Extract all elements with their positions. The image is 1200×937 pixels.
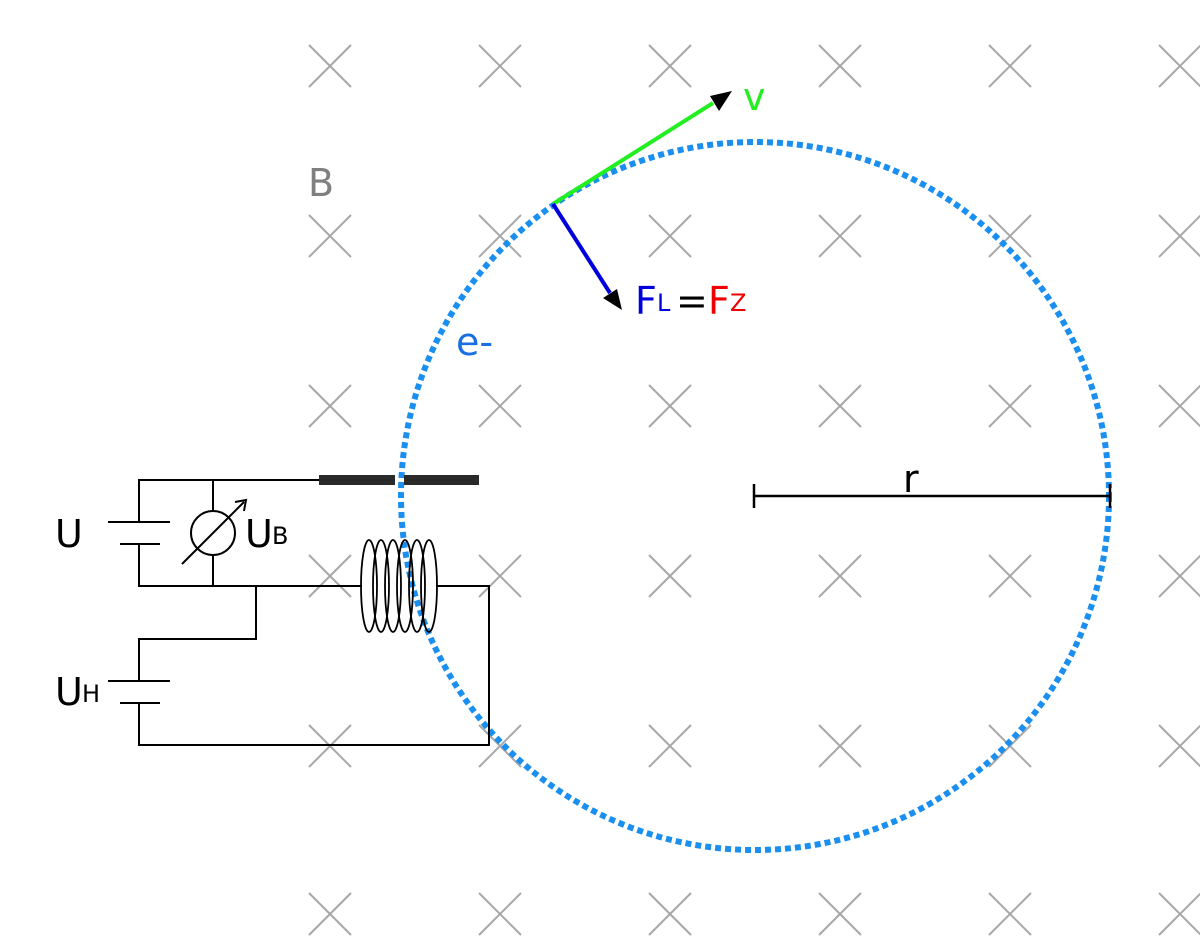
velocity-label: v: [743, 75, 766, 119]
force-equation-label: F L = F Z: [635, 279, 746, 323]
heater-wire-bottom: [138, 585, 490, 746]
velocity-vector: [551, 91, 732, 206]
heater-voltage-subscript: H: [82, 680, 100, 708]
heater-voltage-symbol: U: [55, 670, 83, 714]
radius-label: r: [903, 457, 919, 501]
cross-x-icon: [1158, 214, 1200, 258]
electron-label: e-: [456, 320, 493, 364]
cross-x-icon: [1158, 384, 1200, 428]
cross-x-icon: [308, 384, 352, 428]
cross-x-icon: [988, 44, 1032, 88]
cross-x-icon: [478, 892, 522, 936]
cross-x-icon: [1158, 724, 1200, 768]
cross-x-icon: [1158, 892, 1200, 936]
cathode-wire: [138, 544, 362, 587]
equals-sign: =: [676, 279, 708, 323]
cross-x-icon: [1158, 44, 1200, 88]
cross-x-icon: [988, 554, 1032, 598]
heater-wire-top: [138, 586, 257, 681]
cross-x-icon: [988, 384, 1032, 428]
cross-x-icon: [648, 554, 692, 598]
field-label: B: [308, 161, 334, 205]
cross-x-icon: [818, 214, 862, 258]
cross-x-icon: [308, 892, 352, 936]
cross-x-icon: [308, 554, 352, 598]
accel-voltage-subscript: B: [272, 522, 288, 550]
anode-plate: [319, 475, 479, 485]
voltmeter-icon: [181, 498, 248, 565]
cross-x-icon: [648, 44, 692, 88]
anode-wire: [138, 479, 320, 522]
accel-voltage-label: U B: [245, 512, 288, 556]
cross-x-icon: [478, 214, 522, 258]
centripetal-force-subscript: Z: [730, 289, 746, 317]
cross-x-icon: [478, 724, 522, 768]
cross-x-icon: [818, 724, 862, 768]
heater-voltage-label: U H: [55, 670, 100, 714]
cross-x-icon: [648, 724, 692, 768]
centripetal-force-symbol: F: [708, 279, 730, 323]
force-vector: [551, 202, 622, 310]
accel-voltage-symbol: U: [245, 512, 273, 556]
cross-x-icon: [818, 554, 862, 598]
cross-x-icon: [478, 554, 522, 598]
cross-x-icon: [478, 44, 522, 88]
lorentz-force-symbol: F: [635, 279, 657, 323]
battery-icon: [108, 521, 170, 545]
cross-x-icon: [308, 44, 352, 88]
cross-x-icon: [648, 892, 692, 936]
cross-x-icon: [648, 384, 692, 428]
voltage-label: U: [55, 512, 83, 556]
heater-battery-icon: [108, 680, 170, 704]
cross-x-icon: [648, 214, 692, 258]
circuit: [108, 479, 490, 746]
cross-x-icon: [1158, 554, 1200, 598]
magnetic-field-grid: [308, 44, 1200, 936]
cross-x-icon: [988, 892, 1032, 936]
cross-x-icon: [818, 384, 862, 428]
lorentz-force-subscript: L: [657, 289, 671, 317]
cross-x-icon: [988, 724, 1032, 768]
heating-coil-icon: [360, 539, 438, 633]
radius-indicator: [752, 484, 1112, 508]
cross-x-icon: [478, 384, 522, 428]
cross-x-icon: [818, 892, 862, 936]
cross-x-icon: [988, 214, 1032, 258]
cross-x-icon: [308, 214, 352, 258]
cross-x-icon: [818, 44, 862, 88]
